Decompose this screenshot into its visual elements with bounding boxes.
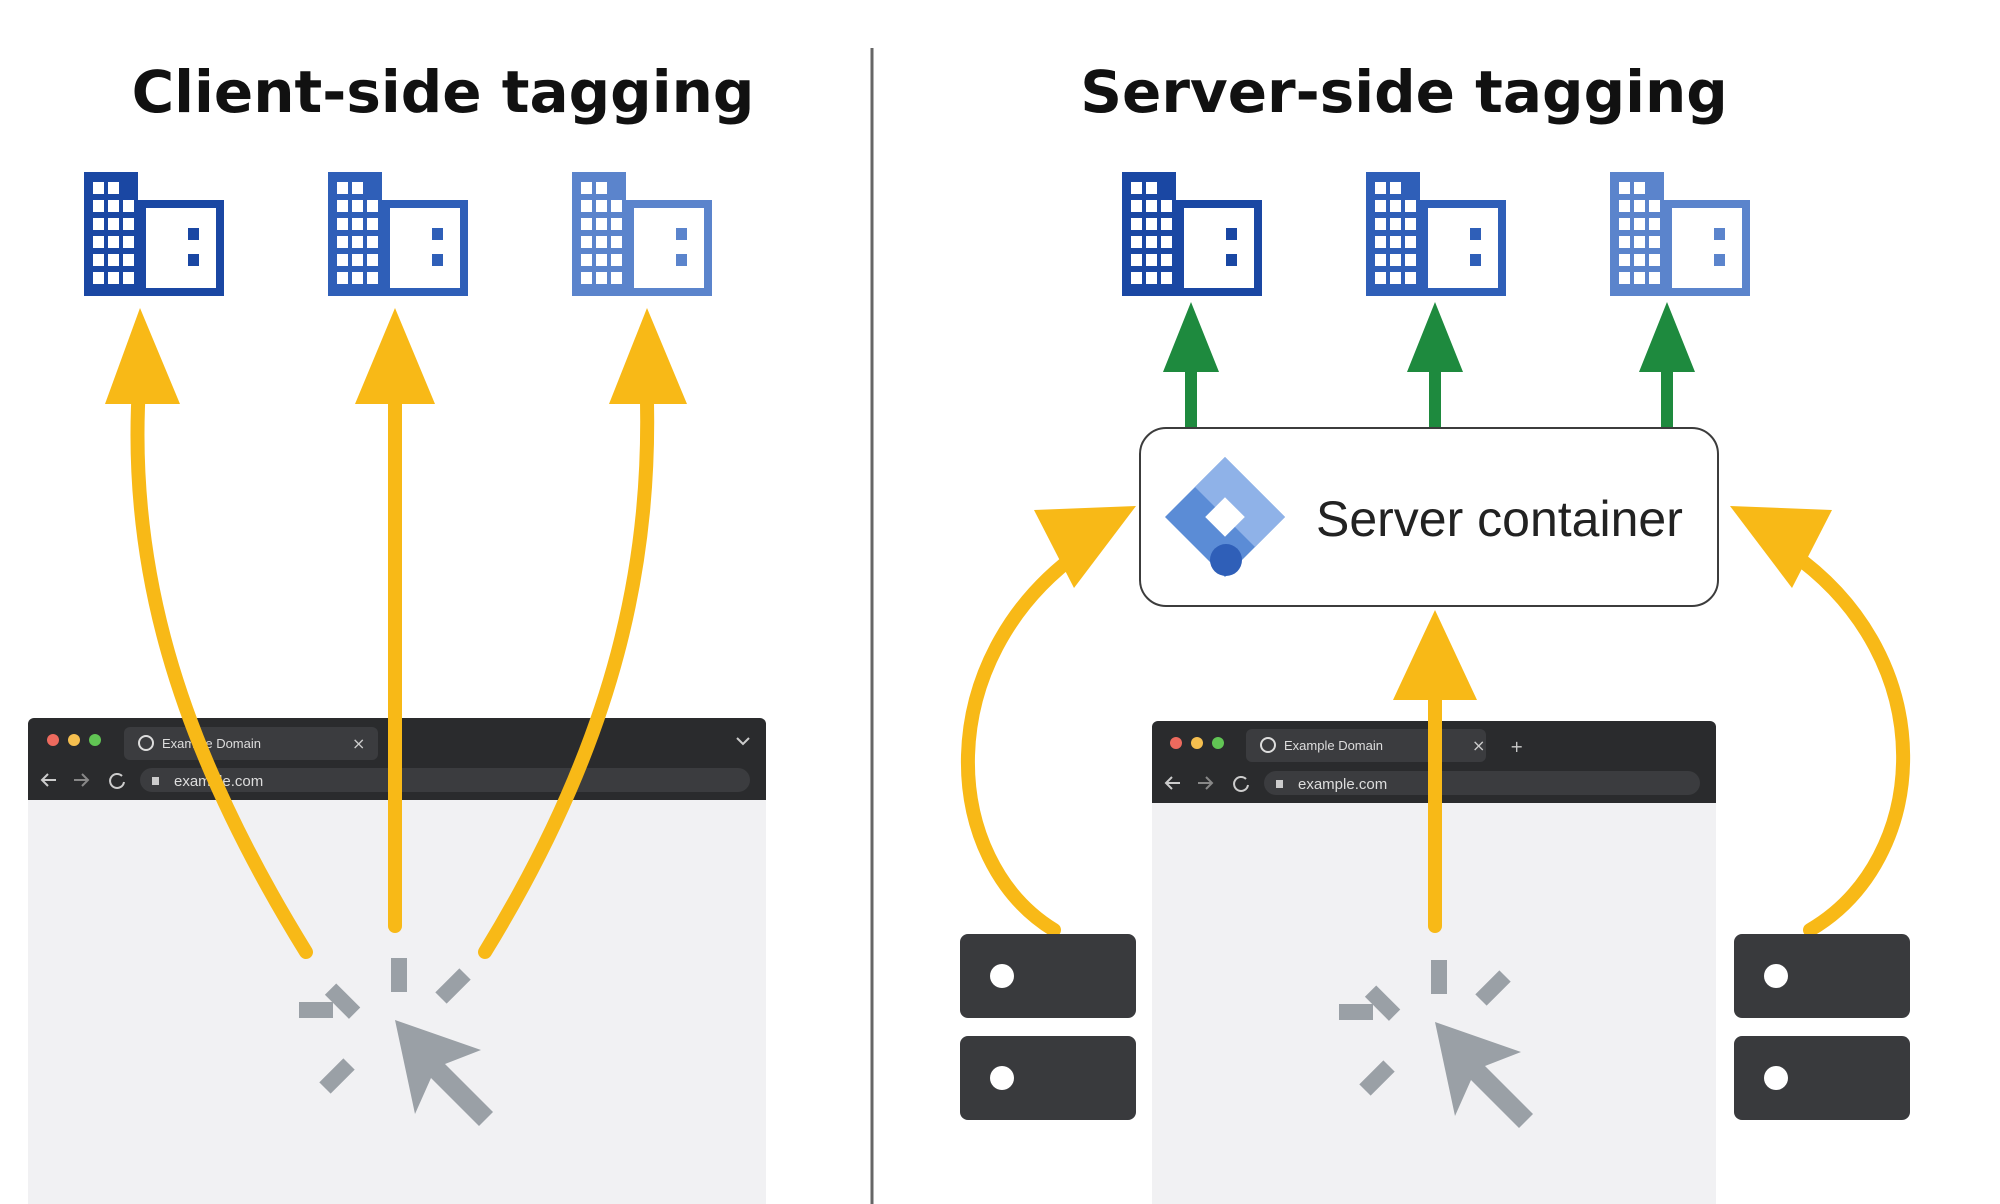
arrowhead xyxy=(1407,302,1463,372)
globe-icon xyxy=(1260,737,1276,753)
server-container-label: Server container xyxy=(1316,491,1683,547)
minimize-window-dot[interactable] xyxy=(1191,737,1203,749)
building-icon xyxy=(1610,172,1750,296)
tab-close-icon[interactable]: × xyxy=(352,734,365,753)
server-inbound-arrows xyxy=(960,545,1911,937)
address-bar[interactable] xyxy=(1264,771,1700,795)
arrow-from-left-servers xyxy=(960,545,1087,937)
maximize-window-dot[interactable] xyxy=(1212,737,1224,749)
close-window-dot[interactable] xyxy=(1170,737,1182,749)
tag-manager-icon xyxy=(1165,457,1285,577)
address-url: example.com xyxy=(1298,776,1387,793)
browser-tab[interactable]: Example Domain × xyxy=(1246,729,1486,762)
arrowhead xyxy=(1393,610,1477,700)
building-icon xyxy=(84,172,224,296)
arrow-to-vendor-3 xyxy=(478,365,655,959)
minimize-window-dot[interactable] xyxy=(68,734,80,746)
tab-close-icon[interactable]: × xyxy=(1472,736,1485,755)
arrowhead xyxy=(609,308,687,404)
server-rack-icon xyxy=(1734,934,1910,1120)
close-window-dot[interactable] xyxy=(47,734,59,746)
new-tab-icon[interactable]: + xyxy=(1510,737,1523,756)
server-container: Server container xyxy=(1139,427,1719,607)
arrowhead xyxy=(1163,302,1219,372)
tab-title: Example Domain xyxy=(1284,738,1383,753)
client-request-arrows xyxy=(130,365,655,959)
arrowhead xyxy=(1730,506,1832,588)
building-icon xyxy=(572,172,712,296)
lock-icon xyxy=(1276,780,1283,788)
server-rack-icon xyxy=(960,934,1136,1120)
back-arrow-icon[interactable] xyxy=(1164,776,1180,790)
server-side-title: Server-side tagging xyxy=(1080,58,1728,126)
server-forward-arrows xyxy=(1163,302,1695,428)
forward-arrow-icon[interactable] xyxy=(74,773,90,787)
arrowhead xyxy=(1034,506,1136,588)
lock-icon xyxy=(152,777,159,785)
arrowhead xyxy=(355,308,435,404)
building-icon xyxy=(328,172,468,296)
arrow-from-right-servers xyxy=(1783,545,1911,937)
back-arrow-icon[interactable] xyxy=(40,773,56,787)
arrow-to-vendor-1 xyxy=(130,365,313,959)
building-icon xyxy=(1366,172,1506,296)
server-side-panel: Server-side tagging xyxy=(960,58,1911,1204)
forward-arrow-icon[interactable] xyxy=(1198,776,1214,790)
arrowhead xyxy=(1639,302,1695,372)
globe-icon xyxy=(138,735,154,751)
reload-icon[interactable] xyxy=(109,773,125,789)
building-icon xyxy=(1122,172,1262,296)
browser-tab[interactable]: Example Domain × xyxy=(124,727,378,760)
client-side-title: Client-side tagging xyxy=(132,58,755,126)
maximize-window-dot[interactable] xyxy=(89,734,101,746)
tab-title: Example Domain xyxy=(162,736,261,751)
reload-icon[interactable] xyxy=(1233,776,1249,792)
chevron-down-icon[interactable] xyxy=(736,737,750,746)
address-bar[interactable] xyxy=(140,768,750,792)
client-side-panel: Client-side tagging Example Domain × xyxy=(28,58,766,1204)
arrowhead xyxy=(105,308,180,404)
